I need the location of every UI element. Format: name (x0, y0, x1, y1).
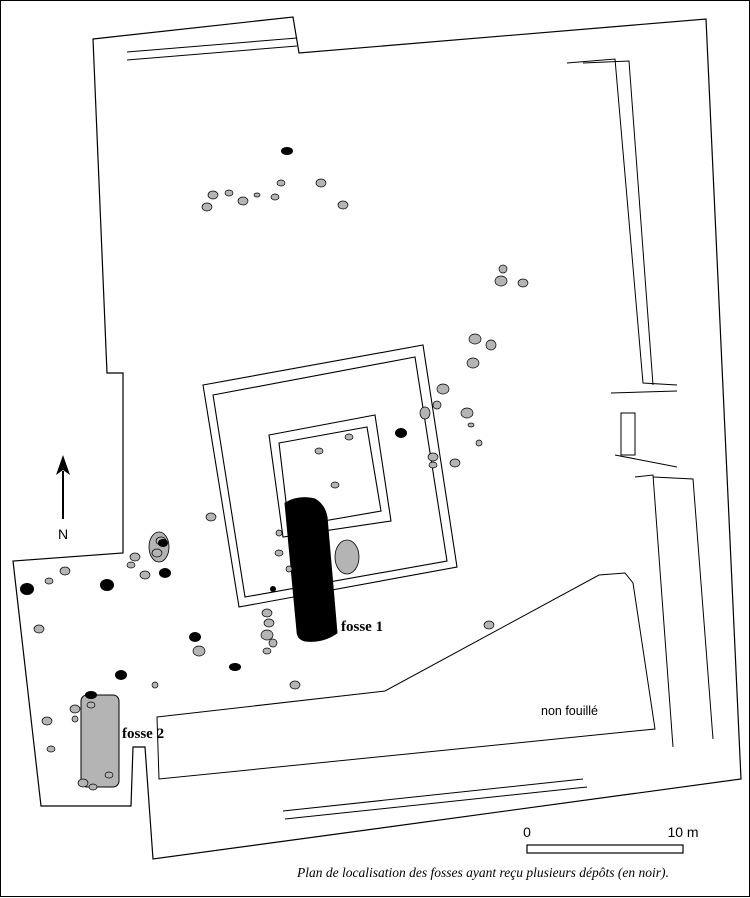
east-doorway (620, 412, 636, 456)
grey-pit (460, 407, 474, 419)
grey-pit (41, 716, 53, 726)
cella-outer (268, 414, 392, 538)
scale-end-label: 10 m (667, 824, 698, 840)
grey-pit (468, 333, 482, 345)
grey-pit (268, 638, 278, 648)
deposit-pit (100, 579, 114, 591)
cella-inner (278, 426, 382, 528)
grey-pit (498, 264, 508, 274)
grey-pit (139, 570, 151, 580)
grey-pit (483, 620, 495, 630)
unexcavated-area (156, 572, 656, 780)
grey-pits (33, 178, 529, 791)
grey-pit (77, 778, 89, 788)
grey-pit (126, 561, 136, 569)
deposit-pit (229, 663, 241, 671)
grey-pit (449, 458, 461, 468)
grey-pit (270, 193, 280, 201)
grey-pit (261, 608, 273, 618)
south-wall (282, 778, 588, 820)
grey-pit (224, 189, 234, 197)
outer-enclosure (202, 344, 458, 608)
north-arrow: N (56, 455, 70, 542)
figure-caption: Plan de localisation des fosses ayant re… (297, 865, 669, 880)
grey-pit (475, 439, 483, 447)
scale-start-label: 0 (523, 824, 531, 840)
grey-pit (86, 701, 96, 709)
grey-pit (485, 339, 497, 351)
deposit-pit (20, 583, 34, 595)
deposit-pit (189, 632, 201, 642)
deposit-pit (85, 691, 97, 699)
grey-pit (151, 548, 163, 558)
deposit-pit (158, 539, 168, 547)
grey-pit (237, 196, 249, 206)
fosse-2 (80, 694, 120, 788)
grey-pit (129, 552, 141, 562)
unexcavated-label: non fouillé (541, 704, 598, 718)
grey-pit (192, 645, 206, 657)
grey-pit (263, 618, 275, 628)
grey-pit (275, 529, 283, 537)
grey-pit (274, 549, 284, 557)
fosse-2-label: fosse 2 (122, 726, 164, 742)
grey-pit (330, 481, 340, 489)
grey-pit (253, 192, 261, 198)
grey-pit (71, 715, 79, 723)
deposit-pit (270, 586, 276, 592)
grey-pit (44, 577, 54, 585)
grey-pit (104, 771, 114, 779)
scale-bar: 0 10 m (523, 824, 699, 854)
grey-pit (46, 745, 56, 753)
grey-pit (337, 200, 349, 210)
grey-pit (427, 452, 439, 462)
grey-pit (285, 565, 293, 573)
grey-pit (419, 406, 431, 420)
deposit-pit (281, 147, 293, 155)
grey-pit (201, 202, 213, 212)
grey-pit (59, 566, 71, 576)
grey-pit (467, 422, 475, 428)
grey-pit (432, 400, 442, 410)
north-wall (126, 37, 298, 61)
grey-pit (151, 681, 159, 689)
grey-pit (289, 680, 301, 690)
grey-pit (207, 190, 219, 200)
grey-pit (314, 447, 324, 455)
east-wall (566, 58, 714, 748)
grey-pit (494, 275, 508, 287)
grey-pit (33, 624, 45, 634)
grey-pit (260, 629, 274, 641)
fosse-1-label: fosse 1 (341, 619, 383, 635)
grey-pit (205, 512, 217, 522)
deposit-pit (395, 428, 407, 438)
grey-pit (276, 179, 286, 187)
grey-pit (517, 278, 529, 288)
grey-pit (436, 383, 450, 395)
north-label: N (58, 526, 68, 542)
fosse-1 (284, 497, 338, 642)
grey-pit (315, 178, 327, 188)
grey-pit (69, 704, 81, 714)
grey-pit (428, 461, 438, 469)
grey-pit (466, 357, 480, 369)
excavation-boundary (12, 16, 742, 860)
deposit-pit (159, 568, 171, 578)
deposit-pits (20, 147, 407, 699)
grey-pit (88, 783, 98, 791)
deposit-pit (115, 670, 127, 680)
grey-pit-west (148, 531, 170, 563)
grey-pit (262, 647, 272, 655)
grey-pit (344, 433, 354, 441)
grey-pit-large (334, 539, 360, 575)
outer-enclosure-inner (212, 356, 448, 598)
